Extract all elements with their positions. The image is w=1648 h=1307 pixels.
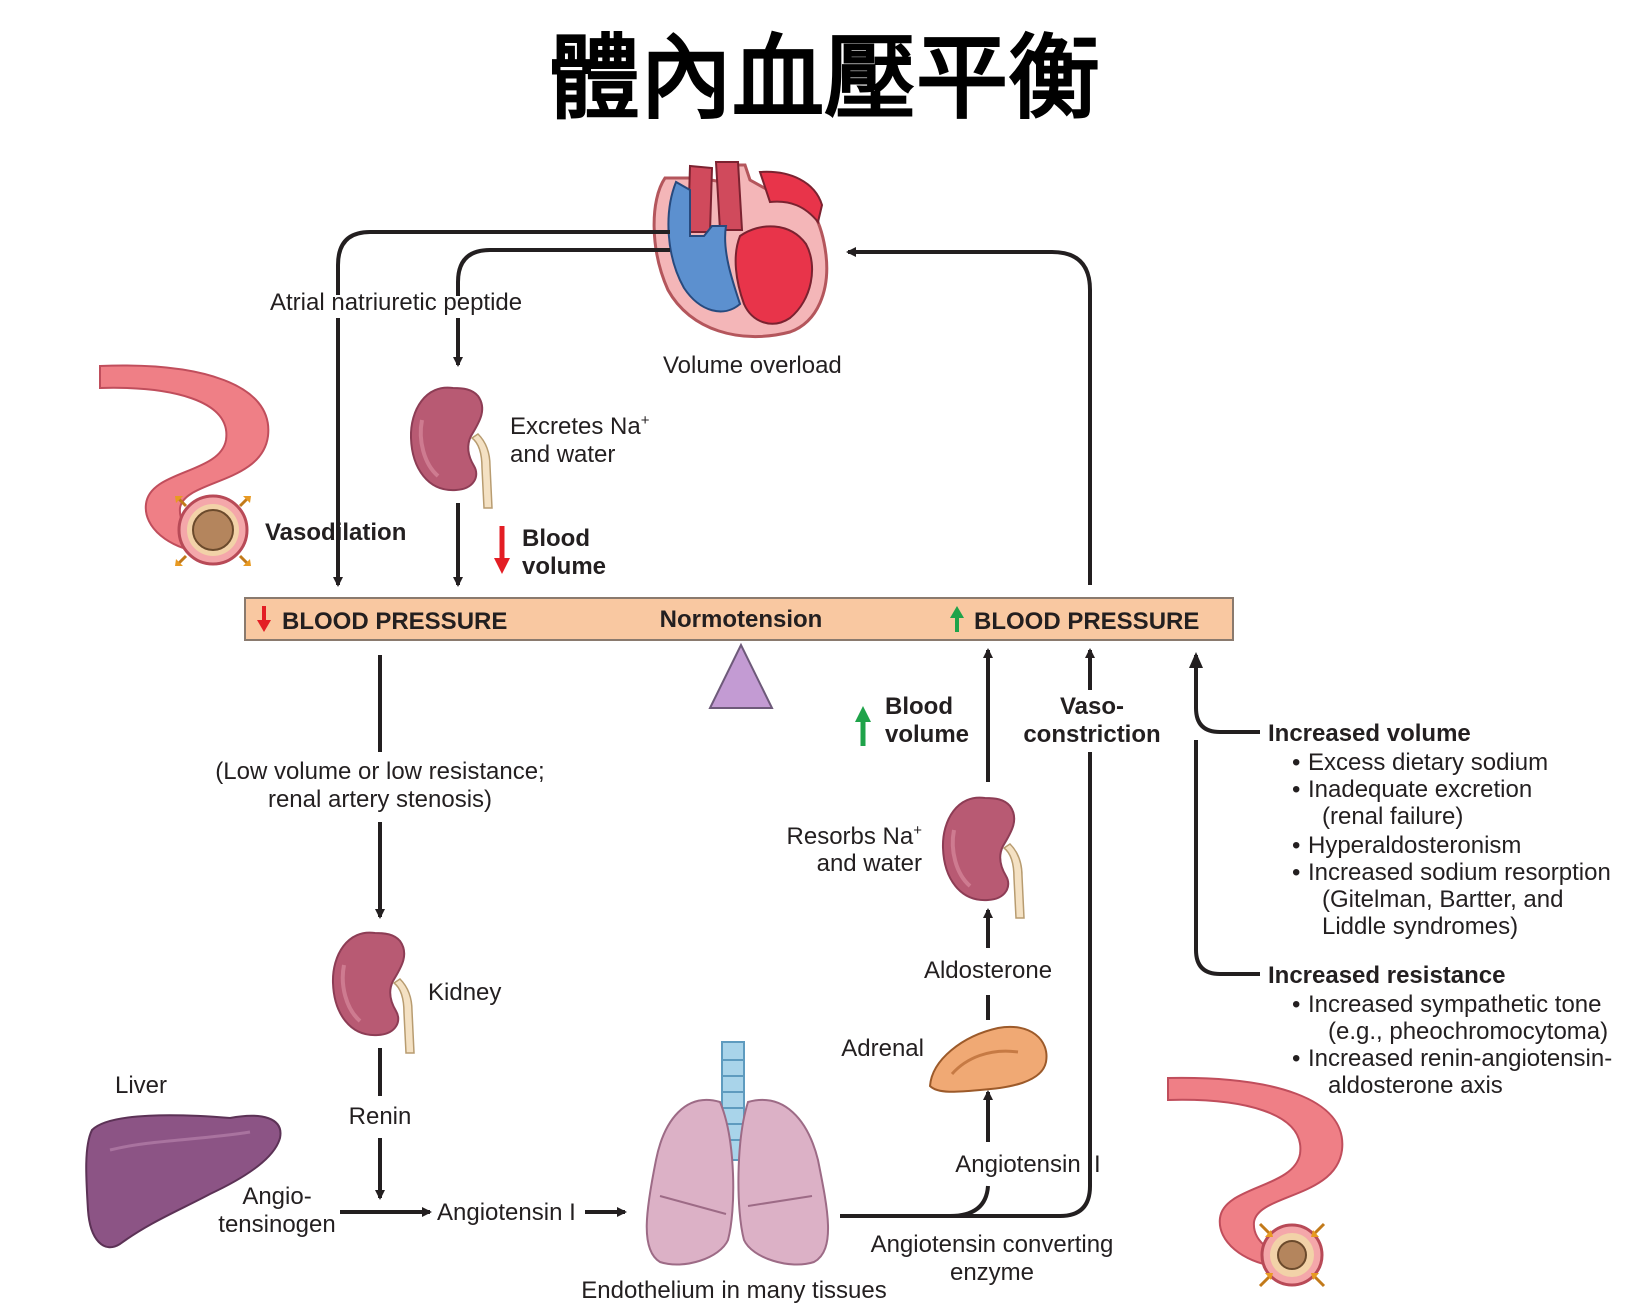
increased-volume-heading: Increased volume (1268, 720, 1471, 747)
heart-icon (652, 161, 829, 339)
anp-inner-line (456, 248, 670, 296)
normotension-label: Normotension (660, 606, 823, 633)
cause-item: Hyperaldosteronism (1308, 832, 1521, 859)
increased-volume-list: Increased volume • Excess dietary sodium… (1268, 720, 1611, 940)
blood-volume-up-arrow (855, 706, 871, 746)
bullet: • (1292, 991, 1300, 1018)
cause-item: aldosterone axis (1328, 1072, 1503, 1099)
anp-label: Atrial natriuretic peptide (270, 289, 522, 316)
angiotensin-2-label: Angiotensin II (955, 1151, 1100, 1178)
blood-pressure-bar (244, 597, 1234, 641)
cause-item: Liddle syndromes) (1322, 913, 1518, 940)
kidney-icon (330, 930, 416, 1055)
low-volume-label: (Low volume or low resistance; (215, 758, 544, 785)
vasoconstriction-label-2: constriction (1023, 721, 1160, 748)
cause-item: (renal failure) (1322, 803, 1463, 830)
vasoconstriction-label: Vaso- (1060, 693, 1124, 720)
ace-label-2: enzyme (950, 1259, 1034, 1286)
causes-bracket-lower (1194, 740, 1260, 976)
high-bp-to-heart-arrow (846, 247, 1092, 585)
liver-icon (85, 1114, 282, 1249)
cause-item: Increased sympathetic tone (1308, 991, 1602, 1018)
vasodilation-label: Vasodilation (265, 519, 406, 546)
resorbs-label-2: and water (817, 850, 922, 877)
causes-arrowhead (1189, 652, 1203, 668)
adrenal-label: Adrenal (841, 1035, 924, 1062)
cause-item: (Gitelman, Bartter, and (1322, 886, 1563, 913)
volume-overload-label: Volume overload (663, 352, 842, 379)
causes-bracket (1194, 655, 1260, 734)
bullet: • (1292, 749, 1300, 776)
bullet: • (1292, 859, 1300, 886)
cause-item: (e.g., pheochromocytoma) (1328, 1018, 1608, 1045)
lungs-to-vasoconstriction-curve (950, 1185, 1092, 1218)
increased-resistance-heading: Increased resistance (1268, 962, 1505, 989)
lungs-icon (645, 1041, 830, 1266)
anp-outer-line (336, 230, 670, 295)
bullet: • (1292, 832, 1300, 859)
excretes-label-2: and water (510, 441, 615, 468)
cause-item: Excess dietary sodium (1308, 749, 1548, 776)
angiotensinogen-label: Angio- (242, 1183, 311, 1210)
low-volume-label-2: renal artery stenosis) (268, 786, 492, 813)
angiotensin-1-label: Angiotensin I (437, 1199, 576, 1226)
lungs-to-angiotensin-2-curve (840, 1185, 990, 1218)
increased-resistance-list: Increased resistance • Increased sympath… (1268, 962, 1612, 1099)
blood-volume-up-label-2: volume (885, 721, 969, 748)
resorbs-label: Resorbs Na+ (787, 822, 923, 850)
adrenal-gland-icon (928, 1025, 1048, 1093)
kidney-icon (408, 385, 494, 510)
cause-item: Increased renin-angiotensin- (1308, 1045, 1612, 1072)
blood-volume-down-label: Blood (522, 525, 590, 552)
blood-vessel-icon (99, 364, 270, 566)
cause-item: Inadequate excretion (1308, 776, 1532, 803)
blood-volume-up-label: Blood (885, 693, 953, 720)
low-bp-down-arrow (257, 606, 271, 632)
page-title: 體內血壓平衡 (548, 24, 1100, 132)
high-bp-up-arrow (950, 606, 964, 632)
bullet: • (1292, 1045, 1300, 1072)
blood-volume-down-arrow (494, 526, 510, 574)
kidney-label: Kidney (428, 979, 501, 1006)
cause-item: Increased sodium resorption (1308, 859, 1611, 886)
angiotensinogen-label-2: tensinogen (218, 1211, 335, 1238)
renin-label: Renin (349, 1103, 412, 1130)
kidney-icon (940, 795, 1026, 920)
ace-label: Angiotensin converting (871, 1231, 1114, 1258)
fulcrum-triangle (708, 642, 774, 709)
blood-volume-down-label-2: volume (522, 553, 606, 580)
liver-label: Liver (115, 1072, 167, 1099)
high-bp-label: BLOOD PRESSURE (974, 608, 1199, 635)
bullet: • (1292, 776, 1300, 803)
blood-vessel-icon (1167, 1076, 1344, 1288)
endothelium-label: Endothelium in many tissues (581, 1277, 886, 1304)
excretes-label: Excretes Na+ (510, 412, 650, 440)
low-bp-label: BLOOD PRESSURE (282, 608, 507, 635)
aldosterone-label: Aldosterone (924, 957, 1052, 984)
